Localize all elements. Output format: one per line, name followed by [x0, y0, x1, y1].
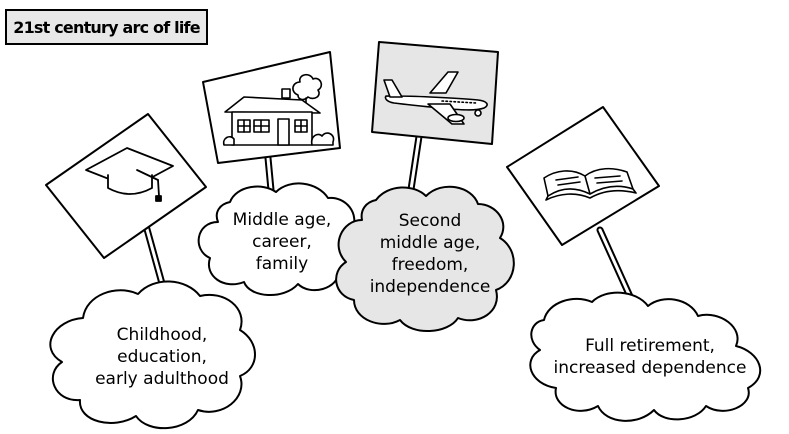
label-line: Second [398, 211, 462, 231]
label-line: increased dependence [553, 358, 747, 378]
house-icon [222, 73, 335, 146]
label-line: career, [252, 232, 312, 252]
label-line: early adulthood [95, 369, 229, 389]
sign-post-second-middle-age [406, 126, 424, 200]
graduation-cap-icon [85, 147, 174, 202]
airplane-icon [383, 71, 488, 125]
label-full-retirement: Full retirement, increased dependence [544, 330, 756, 384]
sign-post-middle-age [264, 154, 275, 194]
label-line: freedom, [391, 255, 469, 275]
cloud-full-retirement [529, 291, 761, 422]
label-second-middle-age: Second middle age, freedom, independence [350, 204, 510, 304]
label-line: independence [369, 277, 491, 297]
label-middle-age: Middle age, career, family [212, 204, 352, 280]
diagram-title: 21st century arc of life [13, 17, 200, 37]
label-line: Full retirement, [585, 336, 715, 356]
cloud-second-middle-age [335, 185, 515, 333]
title-box: 21st century arc of life [5, 9, 208, 45]
label-line: education, [117, 347, 207, 367]
label-line: family [255, 254, 309, 274]
label-line: Middle age, [232, 210, 332, 230]
open-book-icon [543, 167, 637, 201]
label-line: middle age, [379, 233, 481, 253]
label-childhood: Childhood, education, early adulthood [70, 318, 254, 396]
cloud-middle-age [197, 182, 362, 297]
label-line: Childhood, [116, 325, 208, 345]
cloud-childhood [49, 280, 256, 429]
